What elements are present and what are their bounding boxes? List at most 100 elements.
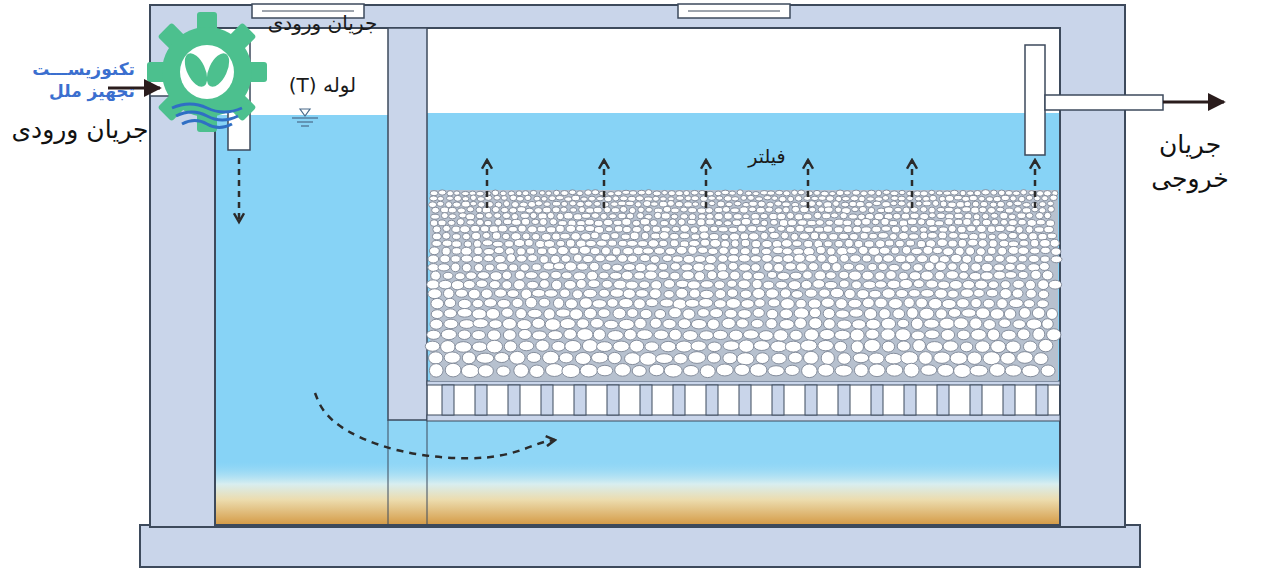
illustration-part [761, 248, 771, 254]
illustration-part [582, 213, 591, 218]
illustration-part [618, 201, 626, 206]
illustration-part [431, 310, 443, 319]
illustration-part [442, 385, 454, 415]
illustration-part [864, 241, 873, 248]
illustration-part [779, 220, 788, 227]
illustration-part [566, 225, 576, 232]
illustration-part [162, 27, 252, 117]
illustration-part [1025, 280, 1035, 290]
illustration-part [891, 247, 899, 254]
illustration-part [1013, 191, 1020, 196]
illustration-part [816, 220, 824, 226]
illustration-part [796, 225, 805, 232]
illustration-part [439, 280, 452, 289]
illustration-part [599, 289, 610, 297]
illustration-part [904, 385, 916, 415]
illustration-part [437, 201, 444, 206]
illustration-part [839, 233, 849, 239]
illustration-part [816, 201, 822, 206]
illustration-part [948, 240, 957, 247]
illustration-part [623, 264, 635, 271]
illustration-part [936, 191, 943, 195]
illustration-part [728, 262, 737, 270]
illustration-part [608, 331, 624, 341]
illustration-part [664, 290, 674, 298]
illustration-part [650, 220, 657, 226]
illustration-part [532, 318, 545, 328]
illustration-part [1013, 280, 1024, 288]
illustration-part [570, 247, 579, 254]
illustration-part [672, 226, 680, 232]
illustration-part [634, 272, 645, 279]
illustration-part [594, 207, 603, 213]
illustration-part [853, 226, 862, 233]
illustration-part [882, 341, 894, 352]
illustration-part [780, 289, 790, 298]
illustration-part [558, 221, 567, 226]
illustration-part [918, 219, 926, 225]
illustration-part [611, 208, 619, 213]
illustration-part [906, 255, 916, 263]
illustration-part [1039, 262, 1049, 270]
illustration-part [907, 308, 918, 319]
illustration-part [654, 330, 668, 339]
illustration-part [937, 385, 949, 415]
illustration-part [738, 310, 752, 319]
illustration-part [683, 365, 698, 375]
illustration-part [753, 192, 759, 196]
illustration-part [626, 281, 639, 289]
illustration-part [490, 272, 502, 281]
illustration-part [723, 353, 737, 364]
illustration-part [973, 214, 980, 220]
illustration-part [509, 208, 517, 214]
illustration-part [872, 219, 879, 225]
illustration-part [852, 320, 866, 329]
illustration-part [1030, 248, 1040, 254]
illustration-part [830, 288, 843, 298]
illustration-part [649, 364, 664, 376]
illustration-part [854, 364, 868, 377]
illustration-part [664, 280, 675, 289]
illustration-part [615, 364, 631, 377]
illustration-part [727, 280, 737, 287]
illustration-part [800, 340, 817, 351]
illustration-part [676, 246, 687, 254]
illustration-part [995, 255, 1004, 262]
illustration-part [582, 340, 597, 352]
illustration-part [604, 196, 612, 202]
illustration-part [447, 191, 453, 196]
illustration-part [748, 226, 757, 232]
illustration-part [495, 352, 509, 362]
illustration-part [910, 213, 919, 219]
illustration-part [547, 212, 554, 219]
illustration-part [676, 196, 684, 201]
illustration-part [604, 219, 613, 225]
illustration-part [1017, 213, 1026, 219]
illustration-part [1017, 329, 1030, 340]
filter-media [425, 190, 1062, 381]
illustration-part [650, 318, 661, 328]
illustration-part [945, 207, 954, 212]
illustration-part [814, 227, 824, 232]
illustration-part [782, 248, 792, 255]
illustration-part [761, 220, 768, 226]
illustration-part [707, 271, 717, 280]
illustration-part [739, 264, 751, 271]
illustration-part [844, 191, 851, 195]
illustration-part [552, 207, 560, 213]
illustration-part [565, 340, 581, 352]
illustration-part [891, 226, 899, 233]
illustration-part [624, 329, 636, 340]
illustration-part [669, 308, 682, 318]
illustration-part [472, 309, 486, 319]
illustration-part [528, 309, 542, 318]
illustration-part [478, 365, 493, 377]
illustration-part [637, 213, 644, 219]
illustration-part [432, 207, 440, 213]
illustration-part [483, 232, 491, 238]
illustration-part [869, 364, 885, 377]
illustration-part [913, 264, 923, 272]
illustration-part [562, 364, 580, 377]
illustration-part [948, 225, 956, 232]
illustration-part [643, 201, 651, 207]
